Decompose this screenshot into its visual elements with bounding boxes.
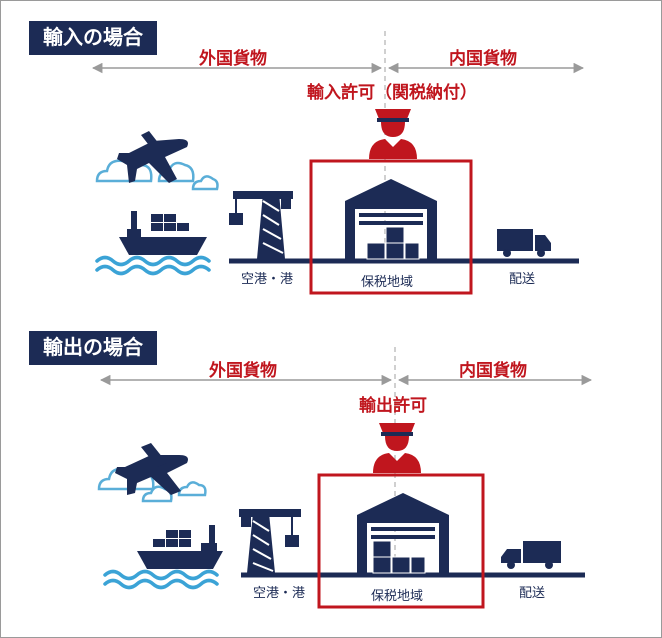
port-label: 空港・港	[253, 586, 306, 601]
truck-icon	[501, 541, 561, 569]
export-diagram	[97, 347, 593, 609]
bonded-area-box	[317, 473, 485, 609]
foreign-goods-label: 外国貨物	[199, 49, 267, 69]
airplane-icon	[115, 443, 188, 495]
port-label: 空港・港	[241, 272, 294, 287]
crane-icon	[229, 191, 293, 259]
truck-icon	[497, 229, 551, 257]
ship-icon	[119, 211, 207, 255]
section-title-import: 輸入の場合	[29, 21, 157, 55]
foreign-goods-label: 外国貨物	[209, 361, 277, 381]
cloud-icon	[191, 175, 219, 191]
import-diagram	[91, 31, 585, 295]
customs-officer-icon	[369, 109, 417, 159]
bonded-area-label: 保税地域	[361, 275, 414, 290]
domestic-goods-label: 内国貨物	[449, 49, 517, 69]
airplane-icon	[117, 131, 188, 183]
domestic-goods-label: 内国貨物	[459, 361, 527, 381]
permit-label: 輸入許可（関税納付）	[307, 83, 477, 103]
bonded-area-box	[309, 159, 473, 295]
export-section: 輸出の場合 外国貨物 内国貨物 輸出許可 空港・港 保税地域 配送	[1, 319, 661, 637]
section-title-export: 輸出の場合	[29, 331, 157, 365]
crane-icon	[239, 509, 301, 573]
import-section: 輸入の場合 外国貨物 内国貨物 輸入許可（関税納付） 空港・港 保税地域 配送	[1, 1, 661, 319]
permit-label: 輸出許可	[359, 396, 427, 416]
cloud-icon	[177, 481, 207, 497]
warehouse-icon	[357, 493, 449, 574]
customs-officer-icon	[373, 423, 421, 473]
ship-icon	[137, 525, 223, 569]
delivery-label: 配送	[519, 586, 546, 601]
warehouse-icon	[345, 179, 437, 260]
bonded-area-label: 保税地域	[371, 589, 424, 604]
delivery-label: 配送	[509, 272, 536, 287]
wave-icon	[103, 569, 219, 590]
wave-icon	[95, 255, 211, 276]
